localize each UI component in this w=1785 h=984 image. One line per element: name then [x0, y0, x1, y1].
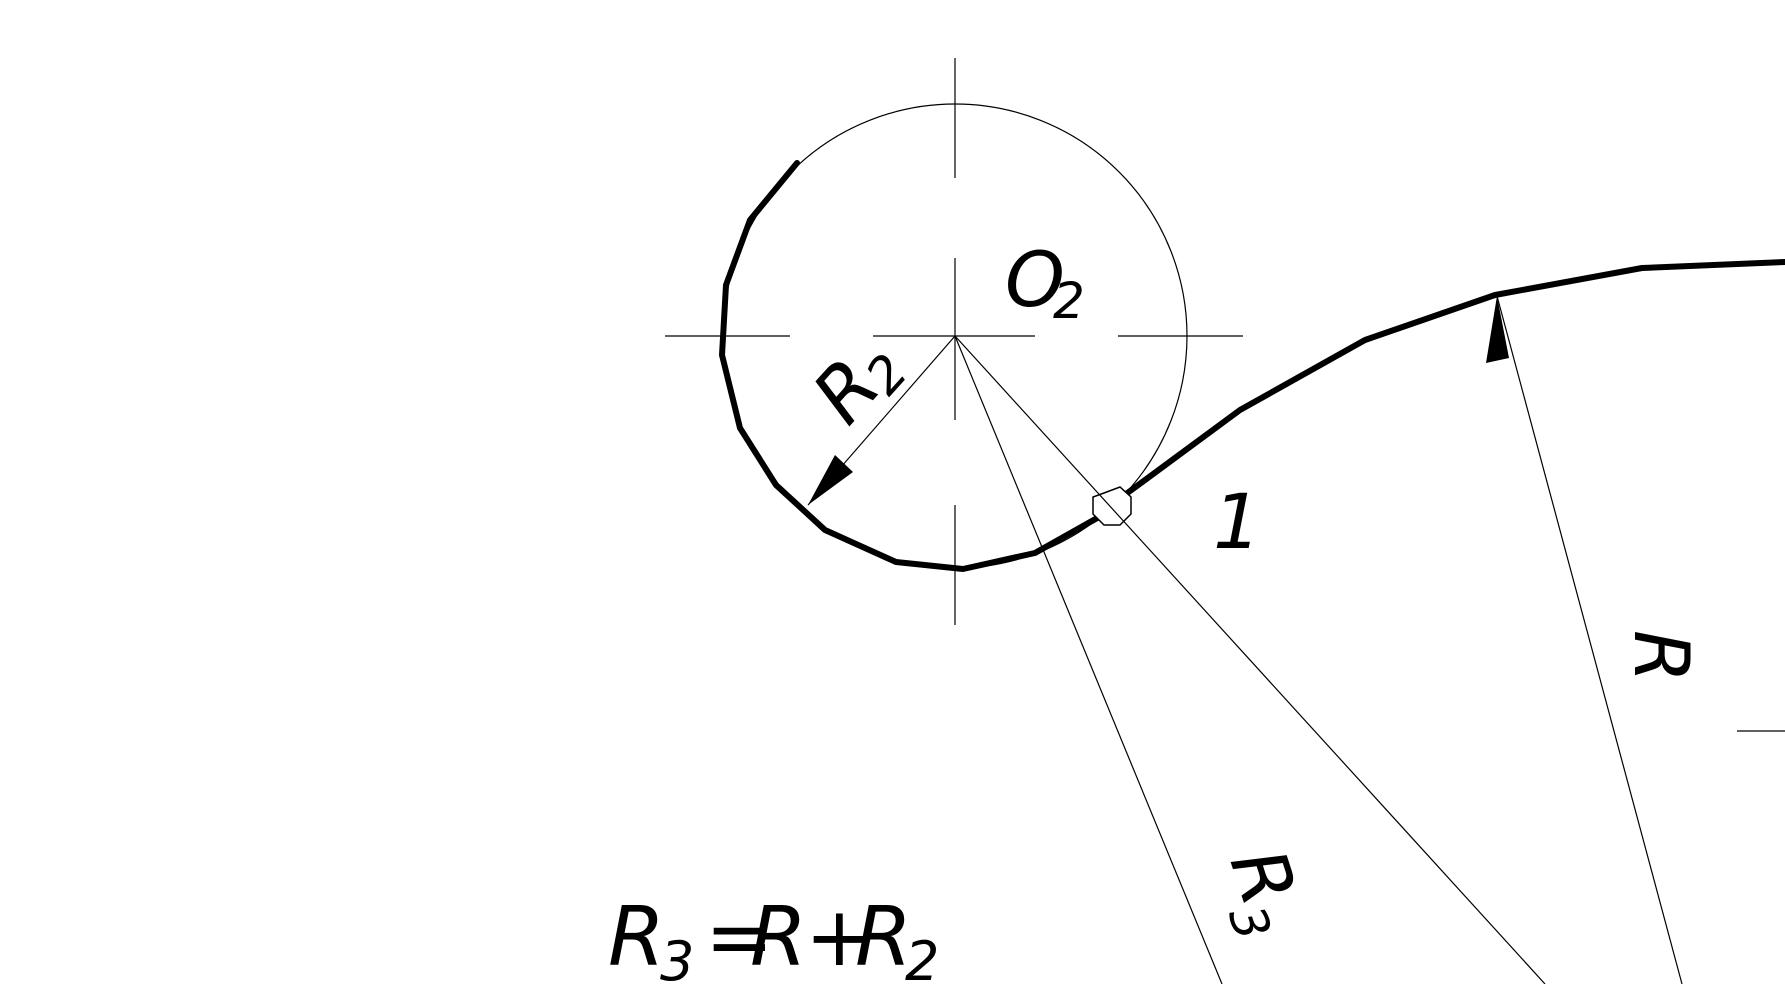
center-label-subscript: 2	[1053, 272, 1085, 330]
r2-arrowhead	[808, 455, 853, 505]
thick-curve-r	[1123, 259, 1785, 497]
r-label: R	[1617, 630, 1706, 683]
r-arrowhead	[1486, 296, 1509, 363]
o2-to-tangent-line	[954, 335, 1546, 984]
formula-r3: R	[608, 890, 665, 984]
r-radius-line	[1496, 295, 1683, 984]
point-label: 1	[1213, 477, 1261, 566]
r-label-group: R	[1617, 630, 1706, 683]
r2-label-group: R 2	[795, 341, 919, 440]
thick-arc-r2	[719, 160, 1102, 572]
center-lines	[665, 58, 1243, 625]
formula-r3-subscript: 3	[660, 930, 694, 984]
formula-equals: =	[705, 890, 774, 984]
formula-r2-subscript: 2	[905, 930, 939, 984]
formula-r: R	[750, 890, 807, 984]
formula-r2: R	[855, 890, 912, 984]
tangent-point-marker	[1092, 486, 1132, 526]
r3-label-group: R 3	[1213, 838, 1314, 947]
formula-plus: +	[805, 890, 874, 984]
r3-radius-line	[954, 335, 1223, 984]
center-label: O	[1005, 235, 1065, 324]
formula: R 3 = R + R 2	[608, 890, 939, 984]
